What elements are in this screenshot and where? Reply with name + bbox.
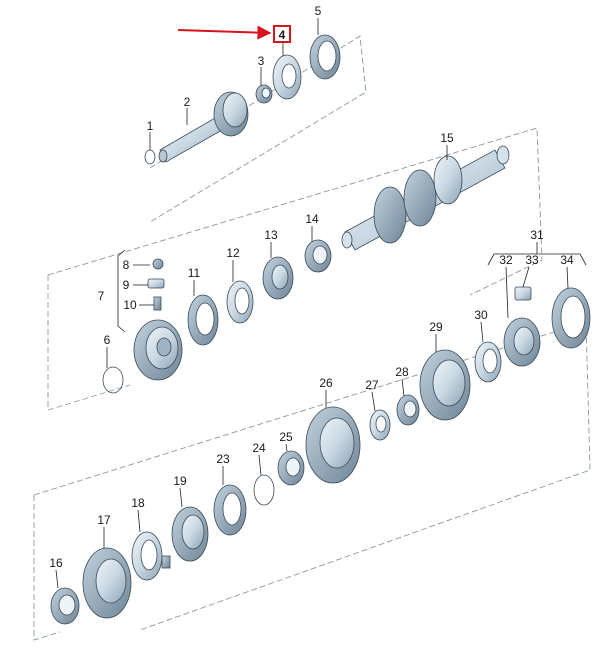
highlight-arrow	[177, 25, 272, 40]
callout-33[interactable]: 33	[525, 253, 539, 267]
callout-30[interactable]: 30	[474, 308, 488, 322]
part-30-synchro-ring[interactable]	[474, 341, 502, 383]
callout-4-highlighted[interactable]: 4	[279, 28, 286, 42]
leader-lines	[55, 18, 587, 589]
callout-3[interactable]: 3	[258, 54, 265, 68]
callout-32[interactable]: 32	[499, 253, 513, 267]
callout-19[interactable]: 19	[173, 474, 187, 488]
callout-5[interactable]: 5	[315, 4, 322, 18]
callout-27[interactable]: 27	[365, 378, 379, 392]
group-frame-bottom-left	[33, 495, 61, 641]
part-20-22-shift-keys[interactable]	[161, 555, 171, 569]
callout-17[interactable]: 17	[97, 513, 111, 527]
group-frame-middle	[47, 127, 543, 296]
part-11-synchro-ring[interactable]	[187, 294, 219, 346]
part-6-circlip[interactable]	[102, 366, 124, 394]
part-9-shift-key[interactable]	[147, 278, 165, 289]
part-14-needle-bearing[interactable]	[304, 239, 332, 273]
part-7-synchro-hub[interactable]	[133, 319, 183, 381]
part-4-thrust-washer[interactable]	[272, 54, 302, 100]
callout-25[interactable]: 25	[279, 430, 293, 444]
part-10-spring[interactable]	[153, 296, 162, 311]
part-8-ball[interactable]	[152, 258, 164, 270]
part-12-synchro-ring[interactable]	[226, 280, 254, 324]
part-33-shift-key[interactable]	[514, 286, 532, 301]
part-17-gear[interactable]	[82, 547, 132, 619]
part-1-circlip[interactable]	[144, 149, 156, 165]
part-29-gear[interactable]	[419, 349, 471, 421]
callout-16[interactable]: 16	[49, 556, 63, 570]
part-3-needle-bearing[interactable]	[255, 84, 273, 104]
part-19-synchro-hub[interactable]	[171, 506, 209, 562]
part-28-needle-bearing[interactable]	[396, 394, 420, 426]
group-frame-middle-left	[47, 275, 131, 411]
callout-24[interactable]: 24	[252, 441, 266, 455]
callout-11[interactable]: 11	[188, 266, 201, 280]
callout-8[interactable]: 8	[123, 258, 130, 272]
callout-34[interactable]: 34	[560, 253, 574, 267]
callout-9[interactable]: 9	[123, 278, 130, 292]
part-15-main-shaft[interactable]	[341, 145, 510, 251]
part-16-needle-bearing[interactable]	[50, 587, 80, 625]
callout-7[interactable]: 7	[98, 289, 105, 303]
part-5-synchro-ring[interactable]	[309, 34, 341, 80]
callout-29[interactable]: 29	[429, 320, 443, 334]
callout-15[interactable]: 15	[440, 131, 454, 145]
highlight-box	[273, 25, 291, 43]
callout-14[interactable]: 14	[305, 212, 319, 226]
part-26-gear[interactable]	[305, 406, 361, 484]
callout-6[interactable]: 6	[104, 333, 111, 347]
callout-23[interactable]: 23	[216, 452, 230, 466]
callout-31[interactable]: 31	[530, 228, 544, 242]
part-27-thrust-washer[interactable]	[369, 409, 391, 441]
callout-13[interactable]: 13	[264, 228, 278, 242]
callout-28[interactable]: 28	[395, 365, 409, 379]
callout-1[interactable]: 1	[147, 119, 154, 133]
callout-10[interactable]: 10	[123, 298, 137, 312]
group-frame-bottom	[33, 321, 591, 631]
part-25-needle-bearing[interactable]	[277, 450, 305, 486]
callout-18[interactable]: 18	[131, 496, 145, 510]
part-13-gear[interactable]	[262, 256, 294, 300]
callouts: 1 2 3 4 5 6 7 8 9 10 11 12 13 14 15 16 1…	[49, 4, 574, 570]
part-2-input-shaft[interactable]	[158, 91, 249, 163]
callout-12[interactable]: 12	[226, 246, 240, 260]
part-23-synchro-ring[interactable]	[213, 484, 247, 536]
part-32-synchro-hub[interactable]	[503, 317, 541, 367]
callout-2[interactable]: 2	[184, 95, 191, 109]
part-34-sleeve[interactable]	[551, 287, 591, 349]
callout-26[interactable]: 26	[319, 376, 333, 390]
part-24-circlip[interactable]	[253, 474, 275, 506]
part-18-synchro-ring[interactable]	[131, 531, 163, 581]
